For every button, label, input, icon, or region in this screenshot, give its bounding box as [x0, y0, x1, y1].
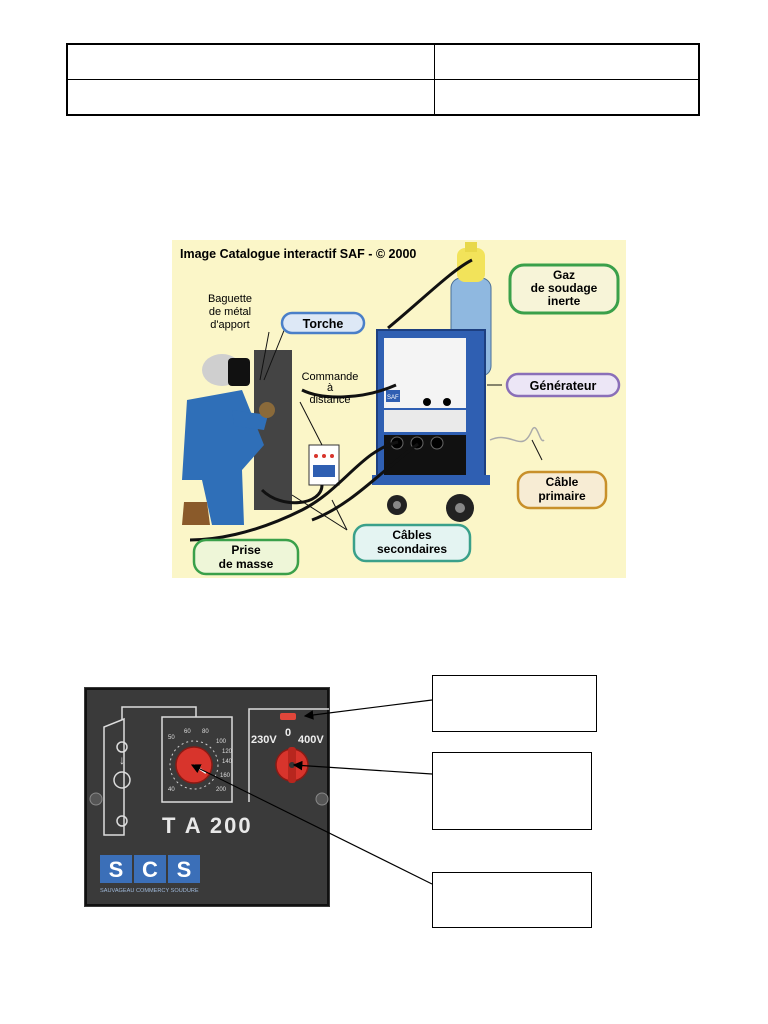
model-name: T A 200 — [162, 813, 253, 838]
label-torche: Torche — [282, 313, 364, 333]
svg-text:200: 200 — [216, 787, 227, 793]
svg-text:secondaires: secondaires — [377, 542, 447, 556]
workpiece-post — [254, 350, 292, 510]
remote-control-box — [309, 445, 339, 485]
label-cables-secondaires: Câbles secondaires — [354, 525, 470, 561]
svg-text:de métal: de métal — [209, 306, 251, 318]
svg-text:100: 100 — [216, 739, 227, 745]
svg-text:80: 80 — [202, 729, 209, 735]
label-prise-masse: Prise de masse — [194, 540, 298, 574]
svg-text:de masse: de masse — [219, 557, 274, 571]
down-arrow-icon: ↓ — [119, 753, 125, 767]
answer-box-2[interactable] — [432, 752, 592, 830]
panel-screw-icon — [90, 793, 102, 805]
saf-badge: SAF — [387, 395, 399, 401]
label-gaz: Gaz de soudage inerte — [510, 265, 618, 313]
svg-text:140: 140 — [222, 759, 233, 765]
scs-logo: S C S SAUVAGEAU COMMERCY SOUDURE — [100, 855, 200, 894]
label-cable-primaire: Câble primaire — [518, 472, 606, 508]
svg-text:à: à — [327, 382, 334, 394]
svg-text:400V: 400V — [298, 734, 324, 746]
credit-text: Image Catalogue interactif SAF - © 2000 — [180, 247, 416, 261]
svg-text:inerte: inerte — [548, 294, 581, 308]
svg-text:Gaz: Gaz — [553, 268, 575, 282]
power-indicator-light — [280, 713, 296, 720]
svg-text:Baguette: Baguette — [208, 293, 252, 305]
panel-screw-icon — [316, 793, 328, 805]
welding-station-illustration: Image Catalogue interactif SAF - © 2000 … — [172, 240, 626, 578]
header-table — [66, 43, 700, 116]
brand-tagline: SAUVAGEAU COMMERCY SOUDURE — [100, 888, 199, 894]
svg-text:40: 40 — [168, 787, 175, 793]
svg-text:primaire: primaire — [538, 489, 586, 503]
svg-text:de soudage: de soudage — [531, 281, 598, 295]
svg-text:S: S — [109, 857, 124, 882]
svg-text:Câbles: Câbles — [392, 528, 432, 542]
svg-text:160: 160 — [220, 773, 231, 779]
svg-text:120: 120 — [222, 749, 233, 755]
svg-text:0: 0 — [285, 727, 291, 739]
svg-text:distance: distance — [310, 394, 351, 406]
answer-box-1[interactable] — [432, 675, 597, 732]
svg-text:C: C — [142, 857, 158, 882]
svg-text:60: 60 — [184, 729, 191, 735]
table-row-divider — [68, 79, 698, 80]
svg-text:d'apport: d'apport — [210, 319, 249, 331]
label-generateur: Générateur — [507, 374, 619, 396]
label-baguette: Baguette de métal d'apport — [208, 293, 252, 331]
svg-text:S: S — [177, 857, 192, 882]
svg-text:Générateur: Générateur — [530, 379, 597, 393]
table-column-divider — [434, 45, 435, 114]
answer-box-3[interactable] — [432, 872, 592, 928]
svg-text:50: 50 — [168, 735, 175, 741]
svg-text:230V: 230V — [251, 734, 277, 746]
svg-text:Câble: Câble — [546, 475, 579, 489]
svg-text:Prise: Prise — [231, 543, 261, 557]
control-panel-photo: ↓ 50 60 80 100 120 140 160 200 40 230V 0… — [84, 687, 330, 907]
svg-text:Torche: Torche — [303, 317, 344, 331]
